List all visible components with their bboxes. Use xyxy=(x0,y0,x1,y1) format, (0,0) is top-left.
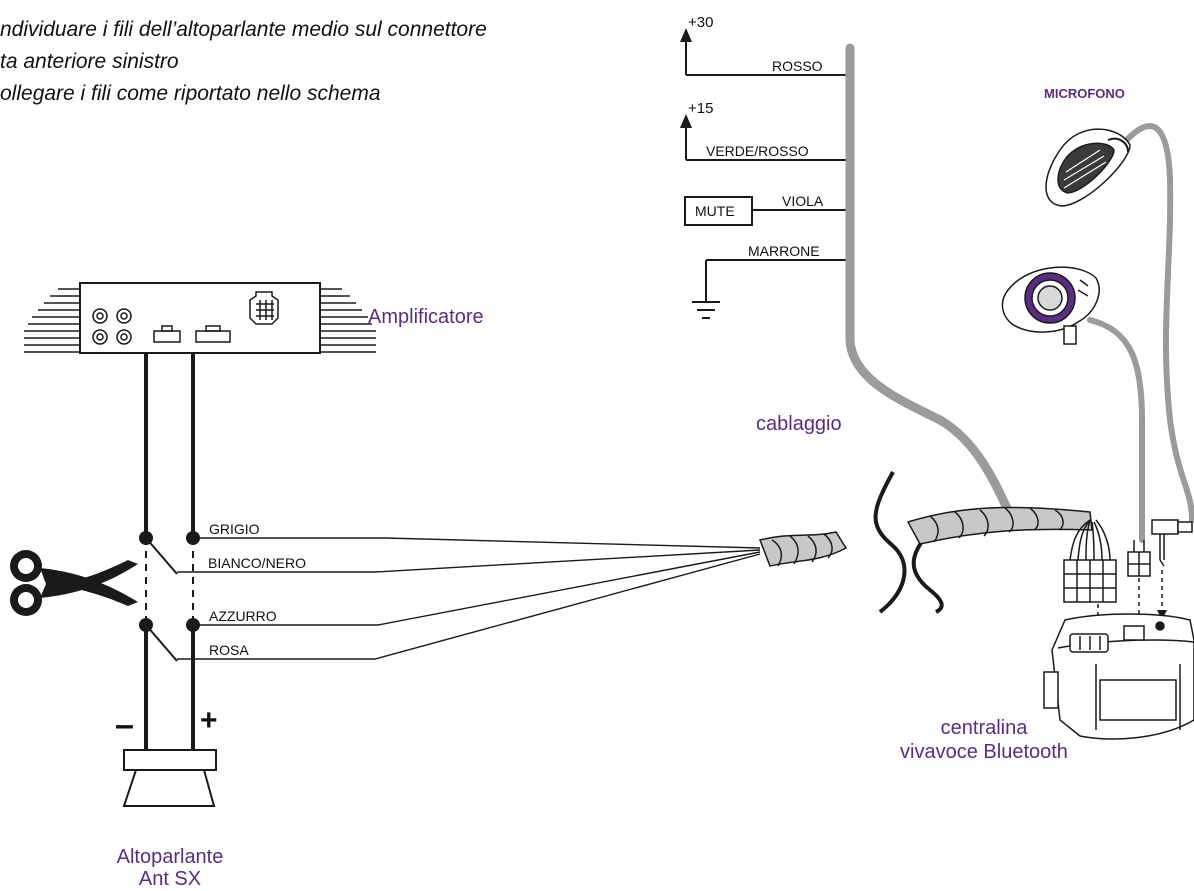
power-section xyxy=(684,40,846,302)
plus15-arrow-icon xyxy=(680,114,692,128)
wire-label-grigio: GRIGIO xyxy=(209,521,260,537)
wire-label-bianco-nero: BIANCO/NERO xyxy=(208,555,306,571)
plus30-label: +30 xyxy=(688,14,713,31)
small-connector-icon xyxy=(1127,540,1151,577)
jack-plug-icon xyxy=(1151,519,1193,567)
control-knob-icon xyxy=(1001,266,1100,345)
plus15-label: +15 xyxy=(688,100,713,117)
speaker-label-line2: Ant SX xyxy=(138,868,202,890)
speaker-icon xyxy=(122,749,217,807)
wire-label-rosso: ROSSO xyxy=(772,58,823,74)
wire-label-marrone: MARRONE xyxy=(748,243,820,259)
insertion-arrows xyxy=(1097,570,1163,632)
junction-dots xyxy=(139,531,200,632)
multipin-connector-icon xyxy=(1063,559,1117,603)
speaker-label-line1: Altoparlante xyxy=(116,846,224,868)
harness-wrap-left xyxy=(759,531,848,567)
wire-label-viola: VIOLA xyxy=(782,193,824,209)
harness-label: cablaggio xyxy=(756,413,842,435)
unit-label-line1: centralina xyxy=(940,717,1028,739)
scissors-icon xyxy=(10,550,138,616)
wire-label-rosa: ROSA xyxy=(209,642,249,658)
microphone-icon xyxy=(1045,128,1131,207)
bluetooth-unit xyxy=(1043,613,1194,740)
instruction-line-2: ta anteriore sinistro xyxy=(0,50,179,73)
microphone-label: MICROFONO xyxy=(1044,86,1125,101)
wire-label-verde-rosso: VERDE/ROSSO xyxy=(706,143,809,159)
amplifier-label: Amplificatore xyxy=(368,306,484,328)
instruction-line-3: ollegare i fili come riportato nello sch… xyxy=(0,82,381,105)
switch-arms xyxy=(145,537,194,662)
ground-icon xyxy=(692,301,720,319)
harness-cables xyxy=(845,43,1194,543)
thin-wires xyxy=(177,537,761,660)
harness-wrap-right xyxy=(906,506,1093,545)
amplifier xyxy=(24,282,376,354)
connector-wires xyxy=(1069,519,1111,561)
instruction-line-1: ndividuare i fili dell’altoparlante medi… xyxy=(0,18,487,41)
unit-label-line2: vivavoce Bluetooth xyxy=(900,741,1068,763)
speaker-wires xyxy=(144,353,195,750)
unit-caption: centralina vivavoce Bluetooth xyxy=(874,716,1094,764)
mute-label: MUTE xyxy=(695,203,735,219)
wire-label-azzurro: AZZURRO xyxy=(209,608,277,624)
speaker-plus: + xyxy=(200,704,218,737)
plus30-arrow-icon xyxy=(680,28,692,42)
speaker-minus: – xyxy=(115,706,134,744)
speaker-caption: Altoparlante Ant SX xyxy=(90,846,250,890)
